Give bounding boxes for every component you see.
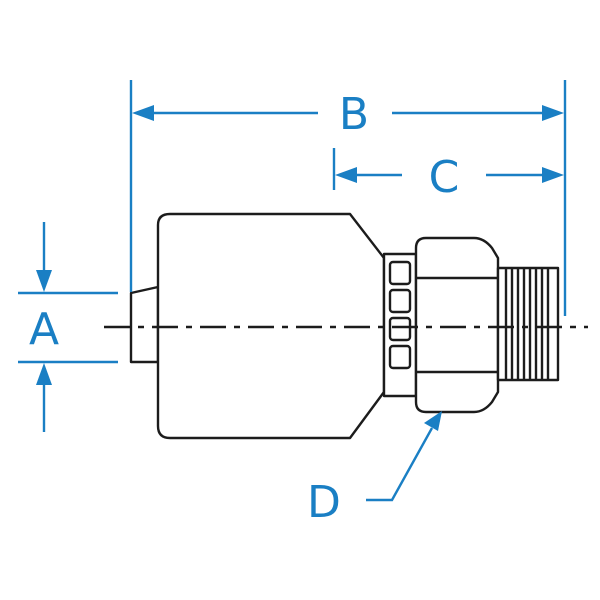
dimension-a-arrow-top (36, 270, 52, 292)
dimension-b-arrow-right (542, 105, 564, 121)
dimension-b-label: B (339, 89, 369, 140)
swivel-ring-slots (388, 260, 412, 370)
dimension-d-leader (366, 427, 434, 502)
dimension-a-arrow-bottom (36, 363, 52, 385)
dimension-d-label: D (307, 477, 341, 528)
dimension-b: B (129, 80, 567, 316)
swivel-slot (388, 288, 412, 314)
dimension-a: A (18, 222, 118, 432)
swivel-slot (388, 344, 412, 370)
hex-nut (414, 236, 500, 414)
swivel-slot (388, 260, 412, 286)
dimension-a-label: A (29, 304, 59, 355)
swivel-slot (388, 316, 412, 342)
hose-fitting (129, 212, 560, 440)
dimension-c-arrow-right (542, 167, 564, 183)
hose-stem (129, 285, 160, 364)
dimension-c-label: C (429, 152, 460, 203)
dimension-d-arrow (424, 411, 442, 431)
dimension-b-arrow-left (132, 105, 154, 121)
dimension-c: C (332, 148, 564, 203)
dimension-d: D (307, 411, 442, 528)
thread-lines (504, 268, 550, 380)
dimension-c-arrow-left (335, 167, 357, 183)
